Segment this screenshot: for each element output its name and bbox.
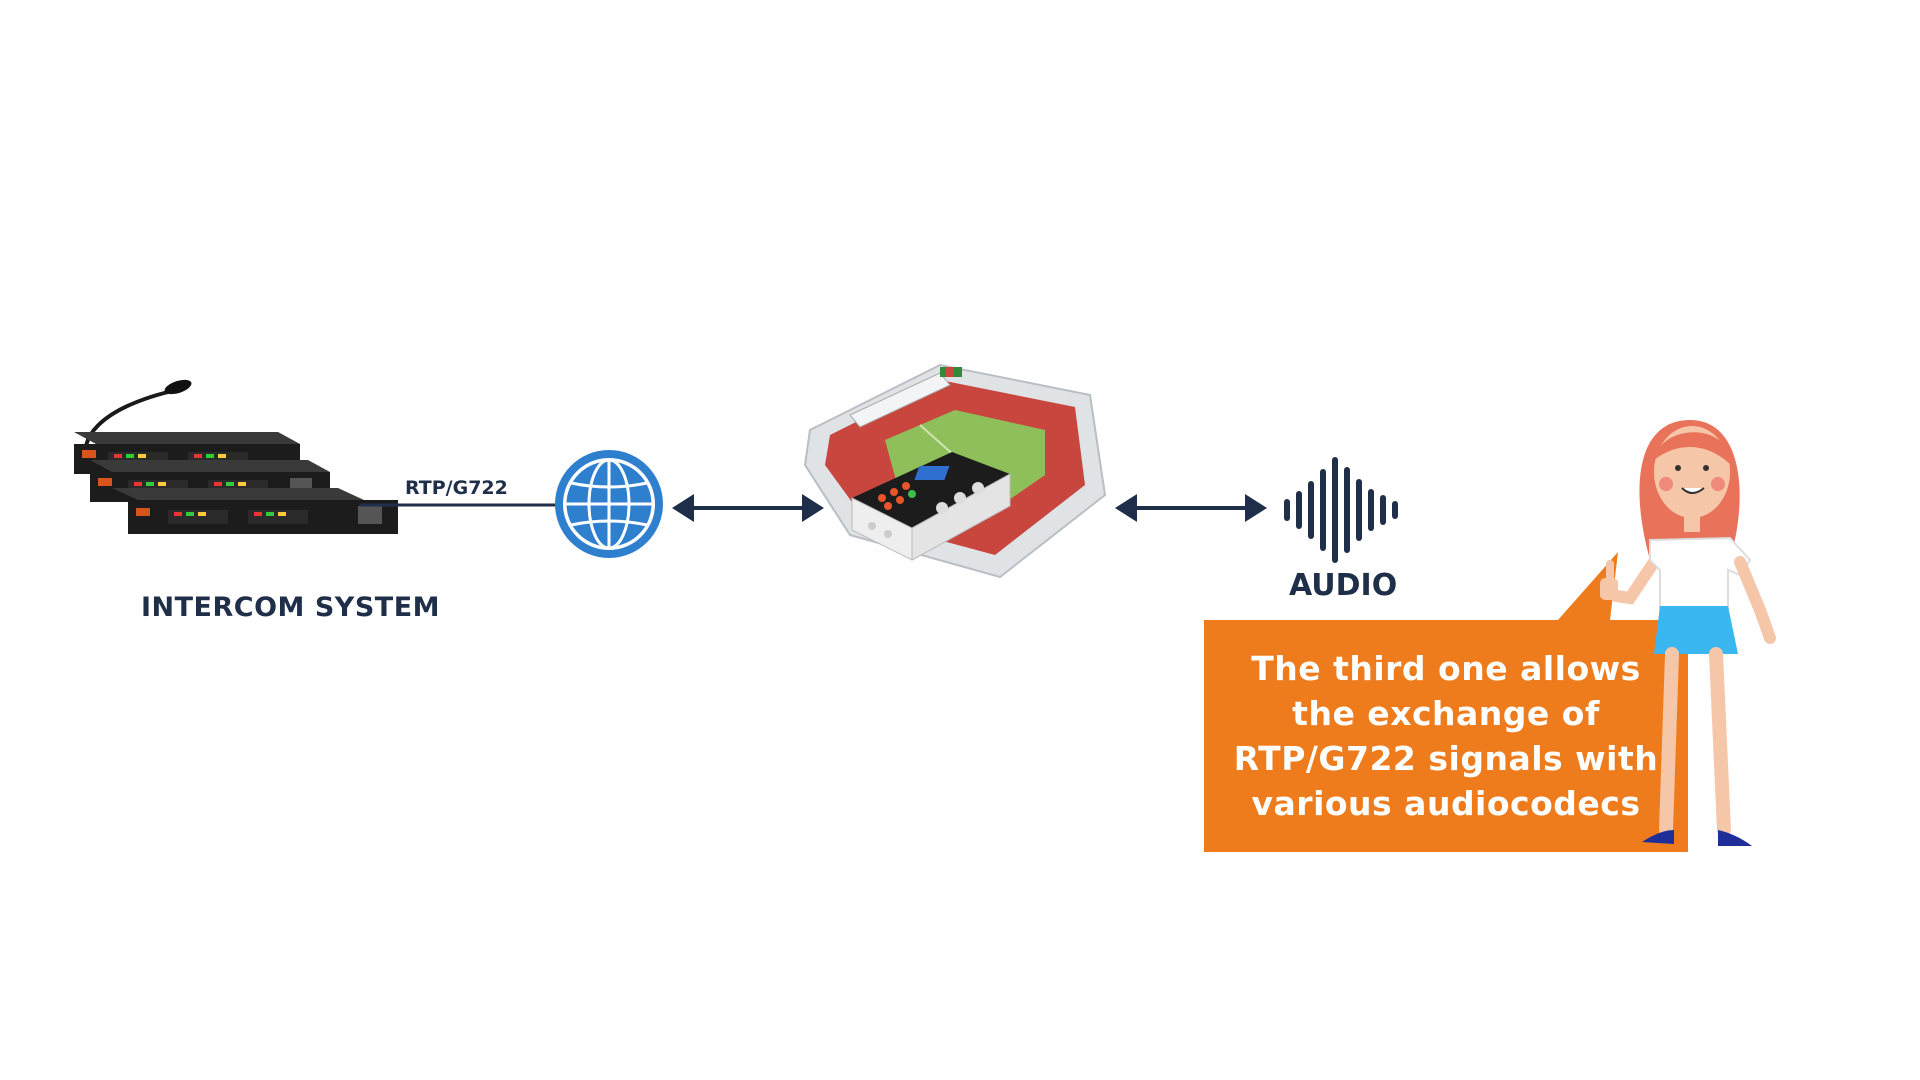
globe-icon: [555, 450, 663, 558]
sound-wave-icon: [1284, 457, 1398, 563]
speech-callout: The third one allows the exchange of RTP…: [1204, 620, 1688, 852]
rtp-link-label: RTP/G722: [405, 477, 508, 499]
double-arrow-icon: [1115, 494, 1267, 522]
double-arrow-icon: [672, 494, 824, 522]
audio-label: AUDIO: [1289, 568, 1398, 603]
callout-tail: [1558, 552, 1618, 620]
rtp-link-line: [360, 503, 560, 507]
mixer-console-icon: [851, 452, 1011, 561]
intercom-system-label: INTERCOM SYSTEM: [141, 592, 441, 623]
woman-presenter-icon: [1600, 420, 1776, 846]
callout-text: The third one allows the exchange of RTP…: [1233, 649, 1659, 823]
intercom-rack-icon: [74, 379, 398, 534]
